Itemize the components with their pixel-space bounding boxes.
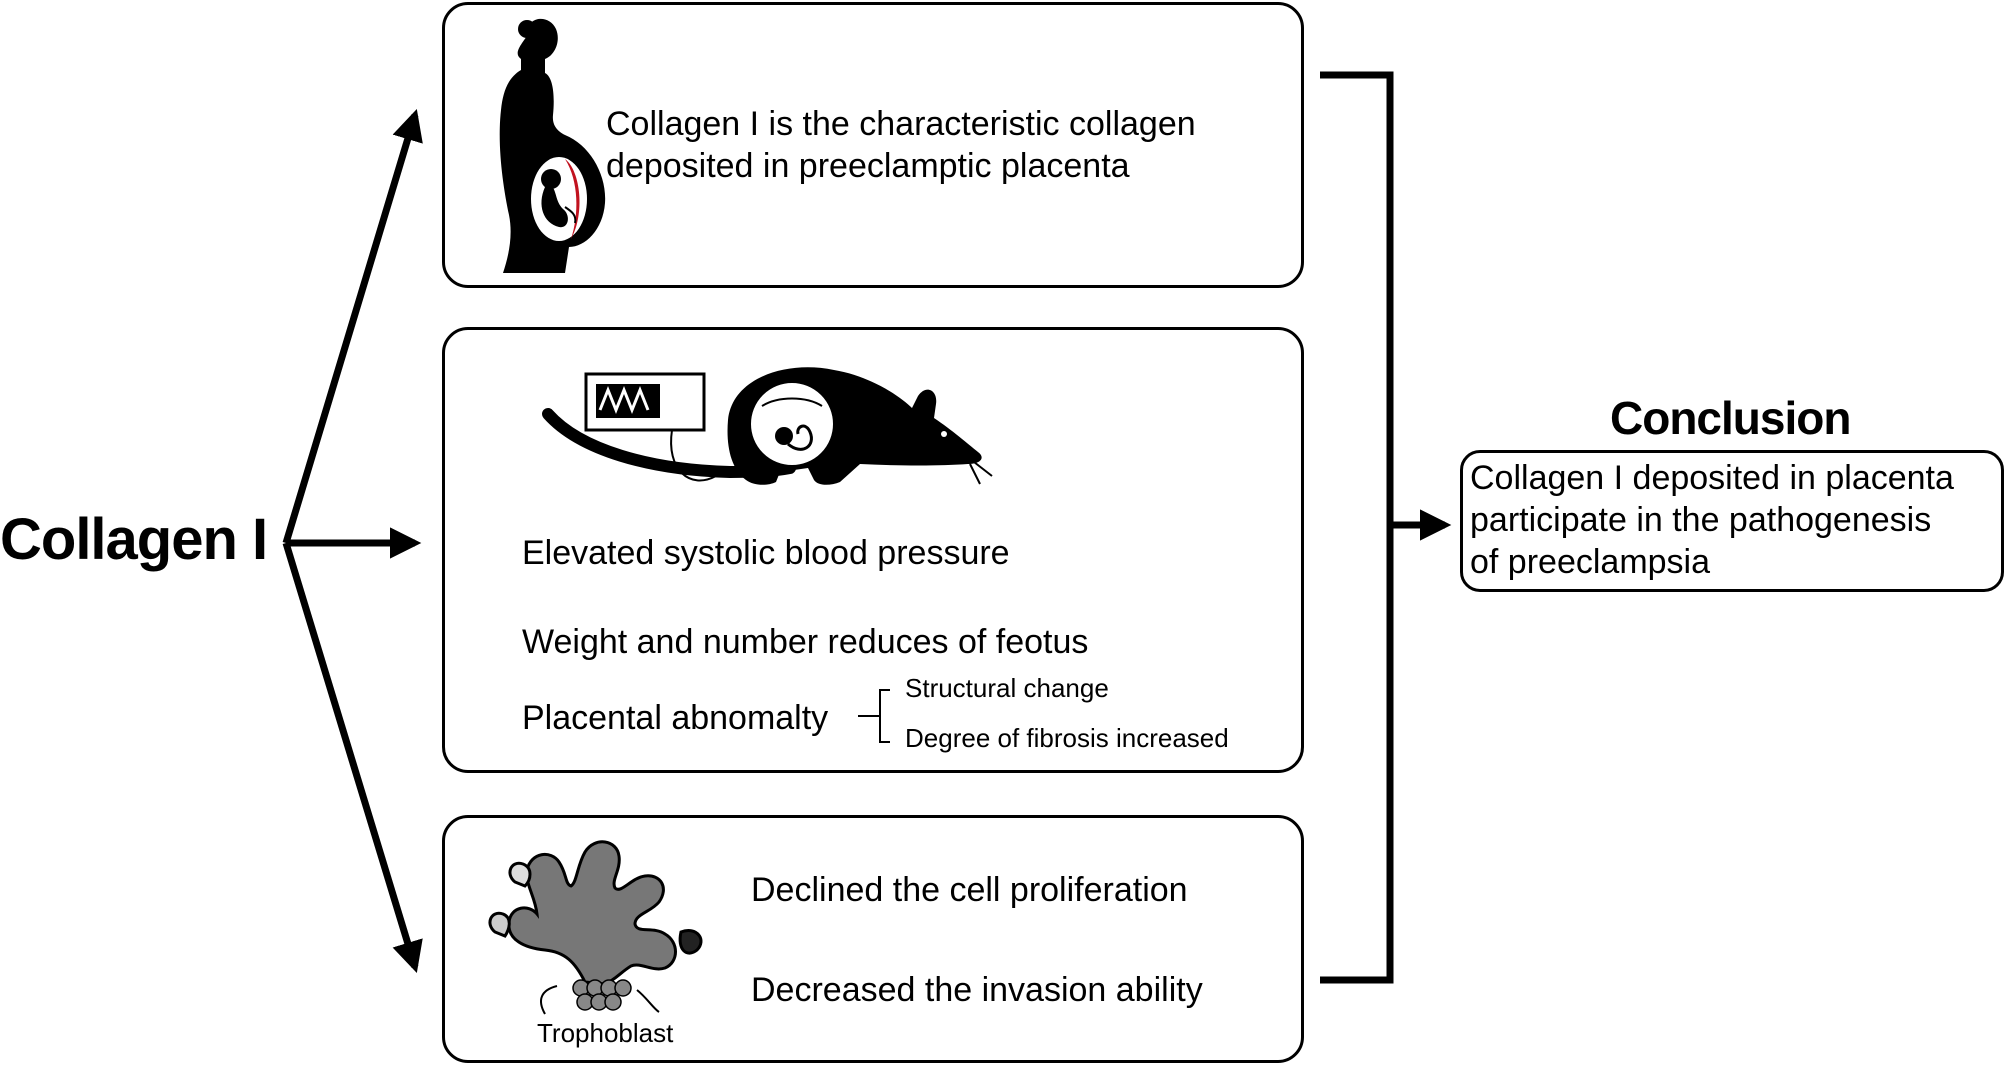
summary-bracket (1320, 71, 1394, 984)
collagen-source-label: Collagen I (0, 507, 268, 572)
arrow-to-clinical (282, 108, 423, 545)
conclusion-box (1460, 450, 2004, 592)
cell-line-proliferation: Declined the cell proliferation (751, 871, 1188, 909)
clinical-panel (442, 2, 1304, 288)
mouse-line-fetus: Weight and number reduces of feotus (522, 623, 1089, 661)
placenta-sub-fibrosis: Degree of fibrosis increased (905, 723, 1229, 753)
trophoblast-villi-icon (488, 840, 703, 1015)
placenta-sub-bracket (858, 689, 890, 743)
conclusion-line-3: of preeclampsia (1470, 543, 1711, 581)
trophoblast-label: Trophoblast (537, 1018, 674, 1048)
conclusion-title: Conclusion (1610, 392, 1851, 444)
mouse-bp-monitor-icon (542, 367, 993, 485)
trophoblast-panel (442, 815, 1304, 1063)
arrow-to-cell (282, 541, 423, 974)
conclusion-line-2: participate in the pathogenesis (1470, 501, 1932, 539)
clinical-line-1: Collagen I is the characteristic collage… (606, 105, 1196, 143)
pregnant-woman-icon (499, 18, 606, 273)
mouse-model-panel (442, 327, 1304, 773)
mouse-line-bp: Elevated systolic blood pressure (522, 534, 1010, 572)
clinical-line-2: deposited in preeclamptic placenta (606, 147, 1130, 185)
conclusion-line-1: Collagen I deposited in placenta (1470, 459, 1954, 497)
mouse-line-placenta: Placental abnomalty (522, 699, 829, 737)
placenta-sub-structural: Structural change (905, 673, 1109, 703)
cell-line-invasion: Decreased the invasion ability (751, 971, 1203, 1009)
